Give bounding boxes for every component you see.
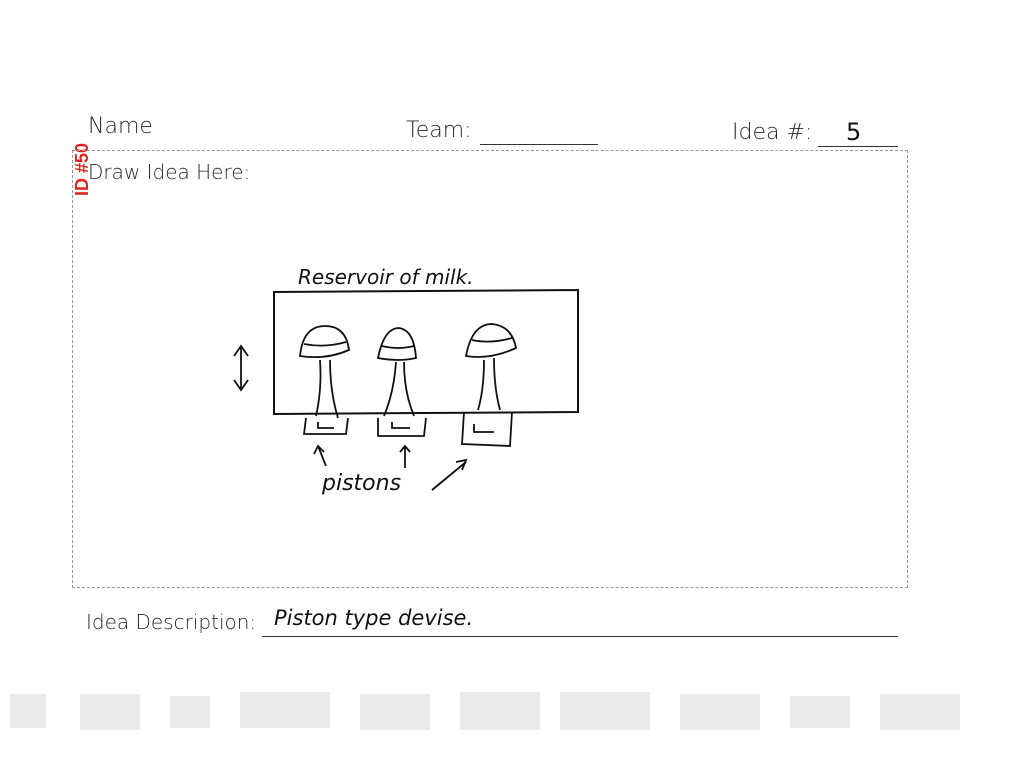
team-field-line — [480, 144, 598, 145]
piston-arrows — [313, 444, 468, 491]
vertical-double-arrow — [233, 344, 249, 392]
scan-noise — [10, 692, 960, 730]
draw-idea-label: Draw Idea Here: — [88, 160, 251, 184]
idea-description-label: Idea Description: — [86, 610, 257, 634]
idea-description-line — [262, 636, 898, 637]
name-label: Name — [88, 114, 153, 139]
idea-description-value: Piston type devise. — [274, 606, 474, 630]
reservoir-box — [273, 288, 579, 416]
piston-3 — [461, 323, 518, 447]
piston-2 — [376, 327, 427, 437]
drawing-area — [72, 150, 908, 588]
team-label: Team: — [406, 118, 472, 143]
reservoir-label: Reservoir of milk. — [298, 265, 474, 289]
idea-number-field-line — [818, 146, 898, 147]
piston-1 — [299, 325, 350, 435]
idea-number-value: 5 — [846, 118, 862, 146]
pistons-label: pistons — [321, 471, 401, 496]
idea-number-label: Idea #: — [732, 120, 813, 145]
